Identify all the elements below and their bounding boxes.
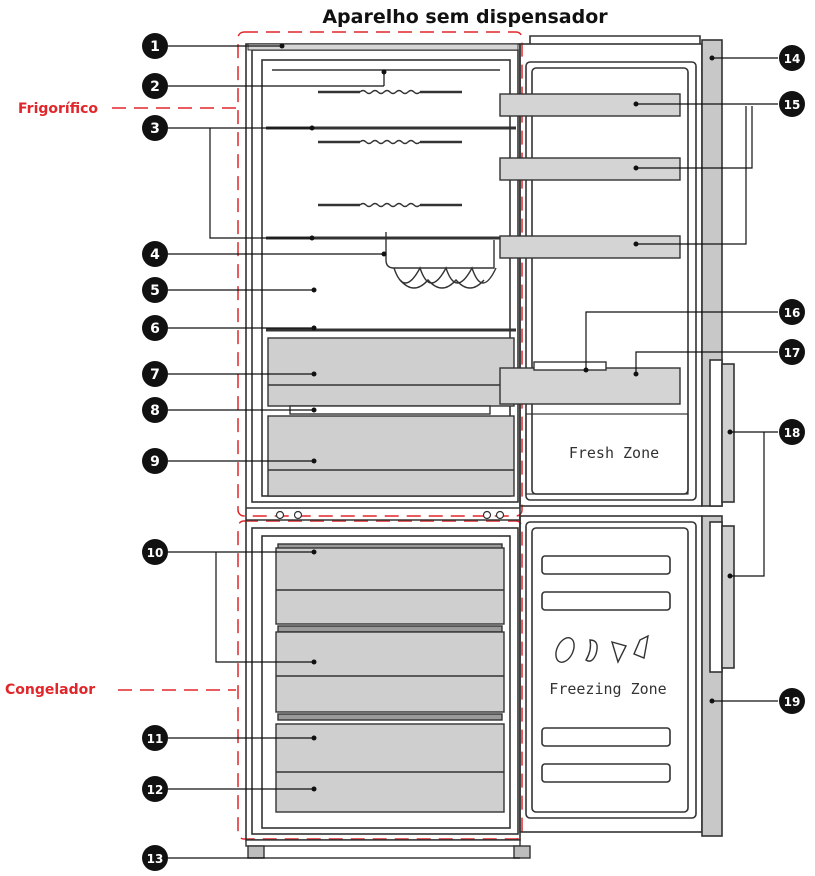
callout-19: 19: [779, 688, 805, 714]
callout-9: 9: [142, 448, 168, 474]
food-icons: [555, 634, 649, 664]
bottle-rack-waves: [393, 266, 497, 284]
bottle-rack-frame: [385, 232, 495, 269]
freezer-inner-liner: [261, 535, 511, 829]
callout-8: 8: [142, 397, 168, 423]
upper-door-handle-base: [709, 359, 723, 507]
freezer-drawer-1: [275, 547, 505, 625]
svg-text:2: 2: [150, 79, 160, 95]
callout-4: 4: [142, 241, 168, 267]
callout-1: 1: [142, 33, 168, 59]
callout-16: 16: [779, 299, 805, 325]
callout-12: 12: [142, 776, 168, 802]
callout-7: 7: [142, 361, 168, 387]
callout-14: 14: [779, 45, 805, 71]
air-vent-1: [359, 89, 421, 95]
balcony-lid: [533, 361, 607, 371]
freezer-door: [519, 515, 703, 833]
svg-text:19: 19: [784, 695, 801, 709]
fridge-boundary: [237, 31, 523, 517]
callout-10: 10: [142, 539, 168, 565]
svg-text:16: 16: [784, 306, 801, 320]
door-balcony-4: [499, 367, 681, 405]
svg-text:11: 11: [147, 732, 164, 746]
callout-3: 3: [142, 115, 168, 141]
svg-text:3: 3: [150, 121, 160, 137]
svg-text:12: 12: [147, 783, 164, 797]
callout-5: 5: [142, 277, 168, 303]
callout-badges: 1 2 3 4 5 6 7 8 9 10 11 12 13 14 15 16 1…: [142, 33, 805, 871]
lower-door-handle: [721, 525, 735, 669]
svg-text:5: 5: [150, 283, 160, 299]
svg-text:7: 7: [150, 367, 160, 383]
svg-text:10: 10: [147, 546, 164, 560]
svg-text:8: 8: [150, 403, 160, 419]
callout-13: 13: [142, 845, 168, 871]
callout-15: 15: [779, 91, 805, 117]
svg-text:6: 6: [150, 321, 160, 337]
callout-2: 2: [142, 73, 168, 99]
door-balcony-3: [499, 235, 681, 259]
lower-door-handle-base: [709, 521, 723, 673]
svg-text:14: 14: [784, 52, 801, 66]
top-cover: [247, 43, 519, 51]
foot-left: [247, 845, 265, 859]
svg-text:13: 13: [147, 852, 164, 866]
section-label-fridge: Frigorífico: [18, 101, 99, 117]
crisper-drawer-upper: [267, 337, 515, 407]
door-balcony-2: [499, 157, 681, 181]
foot-right: [513, 845, 531, 859]
crisper-drawer-lower: [267, 415, 515, 497]
freezer-drawer-3: [275, 723, 505, 813]
air-vent-2: [359, 139, 421, 145]
svg-text:18: 18: [784, 426, 801, 440]
freezer-drawer-2: [275, 631, 505, 713]
diagram-title: Aparelho sem dispensador: [322, 6, 608, 28]
callout-18: 18: [779, 419, 805, 445]
leader-lines: [168, 45, 778, 859]
door-balcony-1: [499, 93, 681, 117]
svg-text:15: 15: [784, 98, 801, 112]
section-label-freezer: Congelador: [5, 682, 96, 698]
callout-17: 17: [779, 339, 805, 365]
freezer-outer-liner: [251, 527, 519, 835]
air-vent-3: [359, 202, 421, 208]
freezer-boundary: [237, 520, 523, 840]
svg-text:9: 9: [150, 454, 160, 470]
svg-text:1: 1: [150, 39, 160, 55]
freezing-zone-label: Freezing Zone: [549, 680, 666, 698]
svg-text:4: 4: [150, 247, 160, 263]
svg-text:17: 17: [784, 346, 801, 360]
callout-11: 11: [142, 725, 168, 751]
fresh-zone-label: Fresh Zone: [569, 444, 659, 462]
callout-6: 6: [142, 315, 168, 341]
